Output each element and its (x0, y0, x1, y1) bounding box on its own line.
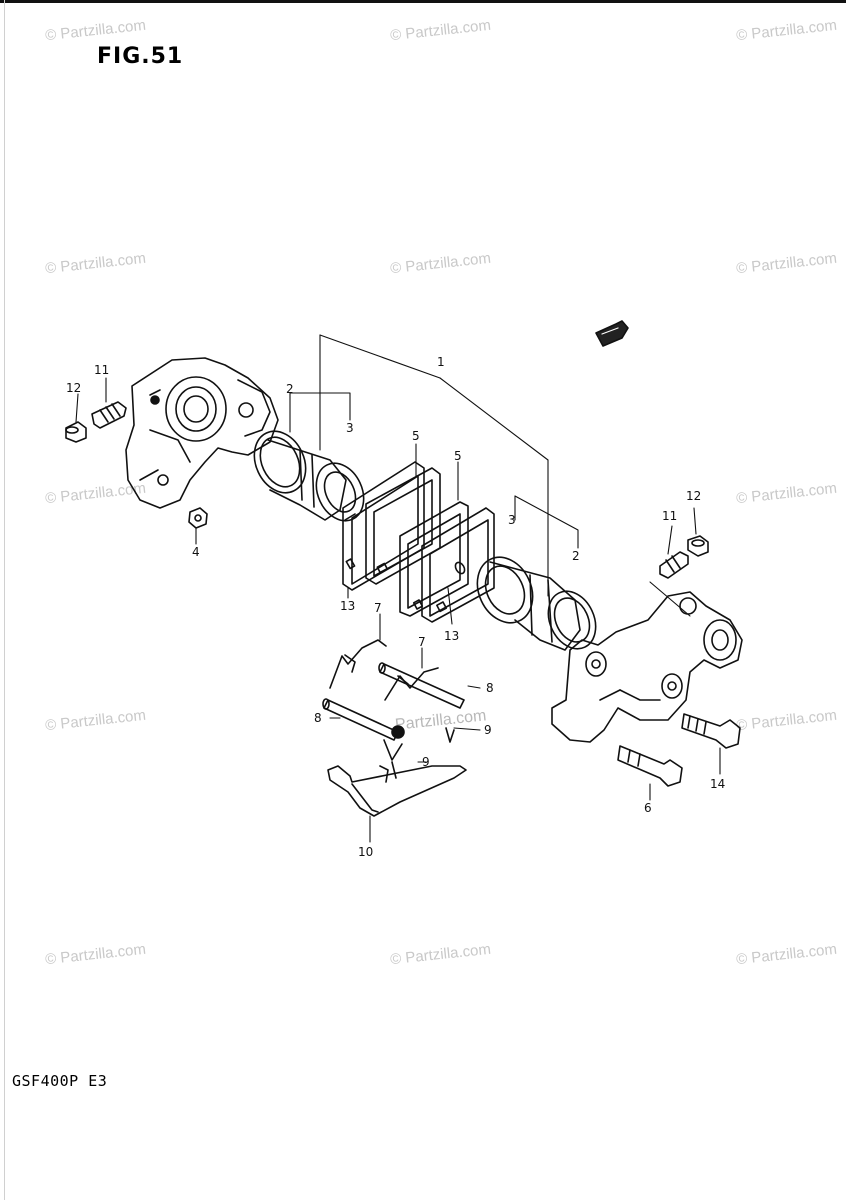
callout-6: 6 (644, 801, 652, 815)
callout-3: 3 (508, 513, 516, 527)
pad-pin-lower (322, 698, 399, 741)
pad-spring-left (329, 639, 387, 689)
callout-13: 13 (444, 629, 459, 643)
bleeder-screw-right (659, 551, 689, 579)
callout-5: 5 (412, 429, 420, 443)
pin-clip-lower (383, 739, 403, 779)
pad-shim-right (399, 501, 469, 617)
bolt-part-14 (681, 713, 741, 749)
bleeder-cap-right (687, 535, 709, 557)
callout-9: 9 (484, 723, 492, 737)
pad-cover (327, 765, 467, 817)
callout-14: 14 (710, 777, 725, 791)
right-caliper-body (551, 591, 743, 743)
callout-7: 7 (418, 635, 426, 649)
pad-spring-right (384, 667, 439, 701)
brake-pad-right (421, 507, 495, 623)
callout-2: 2 (572, 549, 580, 563)
bolt-part-6 (617, 745, 683, 787)
bleeder-screw-left (91, 401, 127, 429)
callout-5: 5 (454, 449, 462, 463)
callout-12: 12 (686, 489, 701, 503)
bleeder-cap-left (65, 421, 87, 443)
left-caliper-body (125, 357, 279, 509)
top-border (0, 0, 846, 3)
callout-8: 8 (314, 711, 322, 725)
figure-title: FIG.51 (97, 44, 184, 69)
callout-2: 2 (286, 382, 294, 396)
callout-13: 13 (340, 599, 355, 613)
callout-1: 1 (437, 355, 445, 369)
callout-4: 4 (192, 545, 200, 559)
pad-pin-upper (378, 662, 465, 709)
left-border (4, 0, 5, 1200)
callout-7: 7 (374, 601, 382, 615)
piston-seal-left (253, 430, 307, 494)
model-code: GSF400P E3 (12, 1072, 108, 1090)
callout-10: 10 (358, 845, 373, 859)
callout-11: 11 (662, 509, 677, 523)
callout-12: 12 (66, 381, 81, 395)
callout-9: 9 (422, 755, 430, 769)
nut-part-4 (188, 507, 208, 529)
callout-11: 11 (94, 363, 109, 377)
fwd-arrow-icon (595, 320, 629, 347)
piston-right (476, 556, 581, 651)
leader-lines (75, 334, 721, 843)
pin-clip-upper (391, 725, 455, 743)
callout-3: 3 (346, 421, 354, 435)
callout-8: 8 (486, 681, 494, 695)
